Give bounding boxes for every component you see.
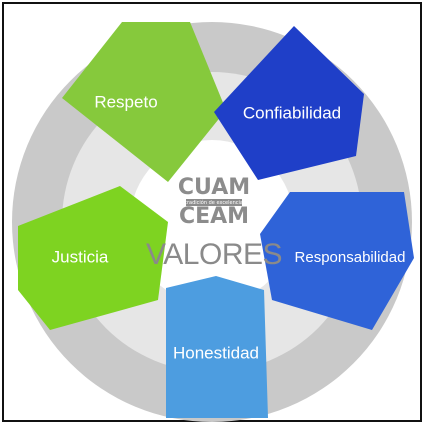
petal-shape bbox=[166, 276, 268, 418]
value-petal-responsabilidad: Responsabilidad bbox=[260, 192, 414, 330]
logo-top-text: CUAM bbox=[178, 175, 250, 200]
petal-shape bbox=[214, 26, 364, 180]
petal-label: Responsabilidad bbox=[295, 249, 406, 266]
value-petal-respeto: Respeto bbox=[62, 22, 226, 182]
logo-tag-text: tradición de excelencia bbox=[185, 199, 243, 206]
petal-shape bbox=[18, 186, 168, 330]
logo-bottom-text: CEAM bbox=[179, 204, 249, 229]
petal-label: Justicia bbox=[52, 247, 109, 266]
petal-shape bbox=[62, 22, 226, 182]
cuam-ceam-logo: CUAM tradición de excelencia CEAM bbox=[178, 175, 250, 229]
petal-label: Honestidad bbox=[173, 343, 259, 362]
petal-shape bbox=[260, 192, 414, 330]
value-petal-justicia: Justicia bbox=[18, 186, 168, 330]
value-petal-honestidad: Honestidad bbox=[166, 276, 268, 418]
petal-label: Confiabilidad bbox=[243, 103, 341, 122]
logo-tag-band bbox=[186, 199, 242, 206]
center-title: VALORES bbox=[146, 238, 282, 271]
value-petal-confiabilidad: Confiabilidad bbox=[214, 26, 364, 180]
center-circle bbox=[130, 140, 294, 304]
petal-label: Respeto bbox=[94, 92, 157, 111]
